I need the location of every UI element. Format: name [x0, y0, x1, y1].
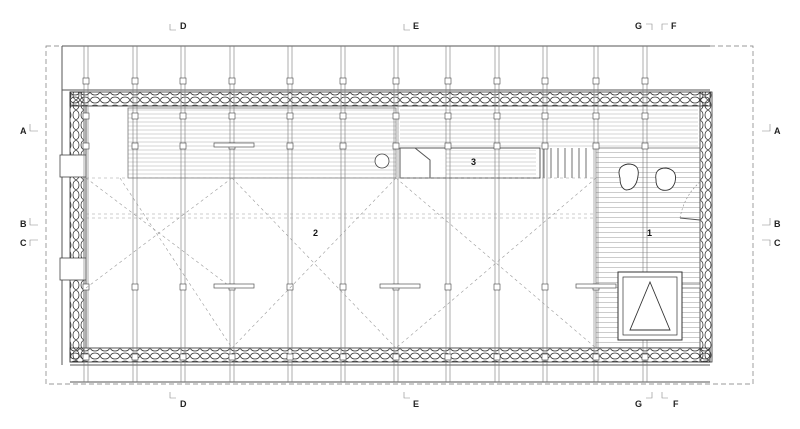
beam-bracket: [82, 353, 90, 361]
marker-right-c: C: [774, 238, 781, 248]
beam-bracket: [493, 142, 501, 150]
beam-bracket: [228, 77, 236, 85]
beam-bracket: [444, 112, 452, 120]
beam-bracket: [82, 142, 90, 150]
beam-bracket: [493, 283, 501, 291]
beam-bracket: [339, 283, 347, 291]
beam-bracket: [131, 353, 139, 361]
beam-bracket: [444, 142, 452, 150]
marker-top-d: D: [180, 21, 187, 31]
marker-left-b: B: [20, 219, 27, 229]
beam-bracket: [541, 77, 549, 85]
beam-bracket: [641, 142, 649, 150]
beam-bracket: [541, 353, 549, 361]
room-label-3: 3: [471, 157, 476, 167]
beam-bracket: [392, 77, 400, 85]
marker-left-a: A: [20, 126, 27, 136]
room-label-2: 2: [313, 228, 318, 238]
beam-bracket: [228, 353, 236, 361]
marker-right-b: B: [774, 219, 781, 229]
marker-bottom-e: E: [413, 399, 419, 409]
beam-bracket: [493, 112, 501, 120]
beam-bracket: [339, 77, 347, 85]
beam-bracket: [541, 283, 549, 291]
beam-bracket: [592, 142, 600, 150]
beam-bracket: [286, 77, 294, 85]
marker-top-e: E: [413, 21, 419, 31]
beam-bracket: [641, 353, 649, 361]
beam-bracket: [131, 112, 139, 120]
beam-bracket: [131, 283, 139, 291]
beam-bracket: [179, 142, 187, 150]
marker-bottom-d: D: [180, 399, 187, 409]
beam-bracket: [286, 283, 294, 291]
insulation-bottom: [69, 347, 711, 363]
skylight: [617, 271, 683, 341]
beam-bracket: [592, 77, 600, 85]
window-left-lower: [59, 257, 87, 281]
marker-top-f: F: [671, 21, 677, 31]
window-left-upper: [59, 154, 87, 178]
stair: [399, 147, 587, 179]
beam-bracket: [592, 353, 600, 361]
beam-bracket: [82, 283, 90, 291]
marker-left-c: C: [20, 238, 27, 248]
section-markers-left: A B C: [20, 124, 38, 248]
beam-bracket: [82, 112, 90, 120]
beam-bracket: [444, 353, 452, 361]
loft-floor: [127, 107, 397, 179]
beam-bracket: [228, 112, 236, 120]
beam-bracket: [179, 283, 187, 291]
beam-bracket: [286, 112, 294, 120]
beam-bracket: [131, 77, 139, 85]
beam-bracket: [592, 112, 600, 120]
beam-bracket: [179, 112, 187, 120]
beam-bracket: [444, 77, 452, 85]
beam-bracket: [179, 353, 187, 361]
door: [679, 180, 701, 222]
beam-bracket: [641, 112, 649, 120]
beam-diagonals: [85, 177, 597, 349]
room-label-1: 1: [647, 228, 652, 238]
beam-bracket: [493, 353, 501, 361]
insulation-left: [69, 91, 85, 363]
section-markers-top: D E G F: [169, 21, 677, 31]
bottom-eave: [70, 364, 710, 383]
beam-bracket: [641, 77, 649, 85]
top-eave: [61, 45, 710, 365]
beam-bracket: [392, 353, 400, 361]
armchairs: [618, 163, 677, 191]
beam-bracket: [339, 142, 347, 150]
marker-bottom-f: F: [673, 399, 679, 409]
beam-bracket: [541, 112, 549, 120]
beam-bracket: [392, 112, 400, 120]
marker-top-g: G: [635, 21, 642, 31]
beam-bracket: [392, 142, 400, 150]
beam-bracket: [541, 142, 549, 150]
beam-bracket: [82, 77, 90, 85]
beam-bracket: [131, 142, 139, 150]
insulation-right: [699, 91, 713, 363]
beam-bracket: [286, 142, 294, 150]
section-markers-right: A B C: [762, 124, 781, 248]
beam-bracket: [444, 283, 452, 291]
beam-bracket: [339, 112, 347, 120]
marker-right-a: A: [774, 126, 781, 136]
cross-beams: [213, 142, 701, 289]
insulation-top: [69, 91, 711, 107]
beam-bracket: [286, 353, 294, 361]
section-markers-bottom: D E G F: [169, 392, 679, 409]
round-column: [374, 153, 390, 169]
marker-bottom-g: G: [635, 399, 642, 409]
beam-bracket: [493, 77, 501, 85]
beam-bracket: [339, 353, 347, 361]
beam-bracket: [179, 77, 187, 85]
